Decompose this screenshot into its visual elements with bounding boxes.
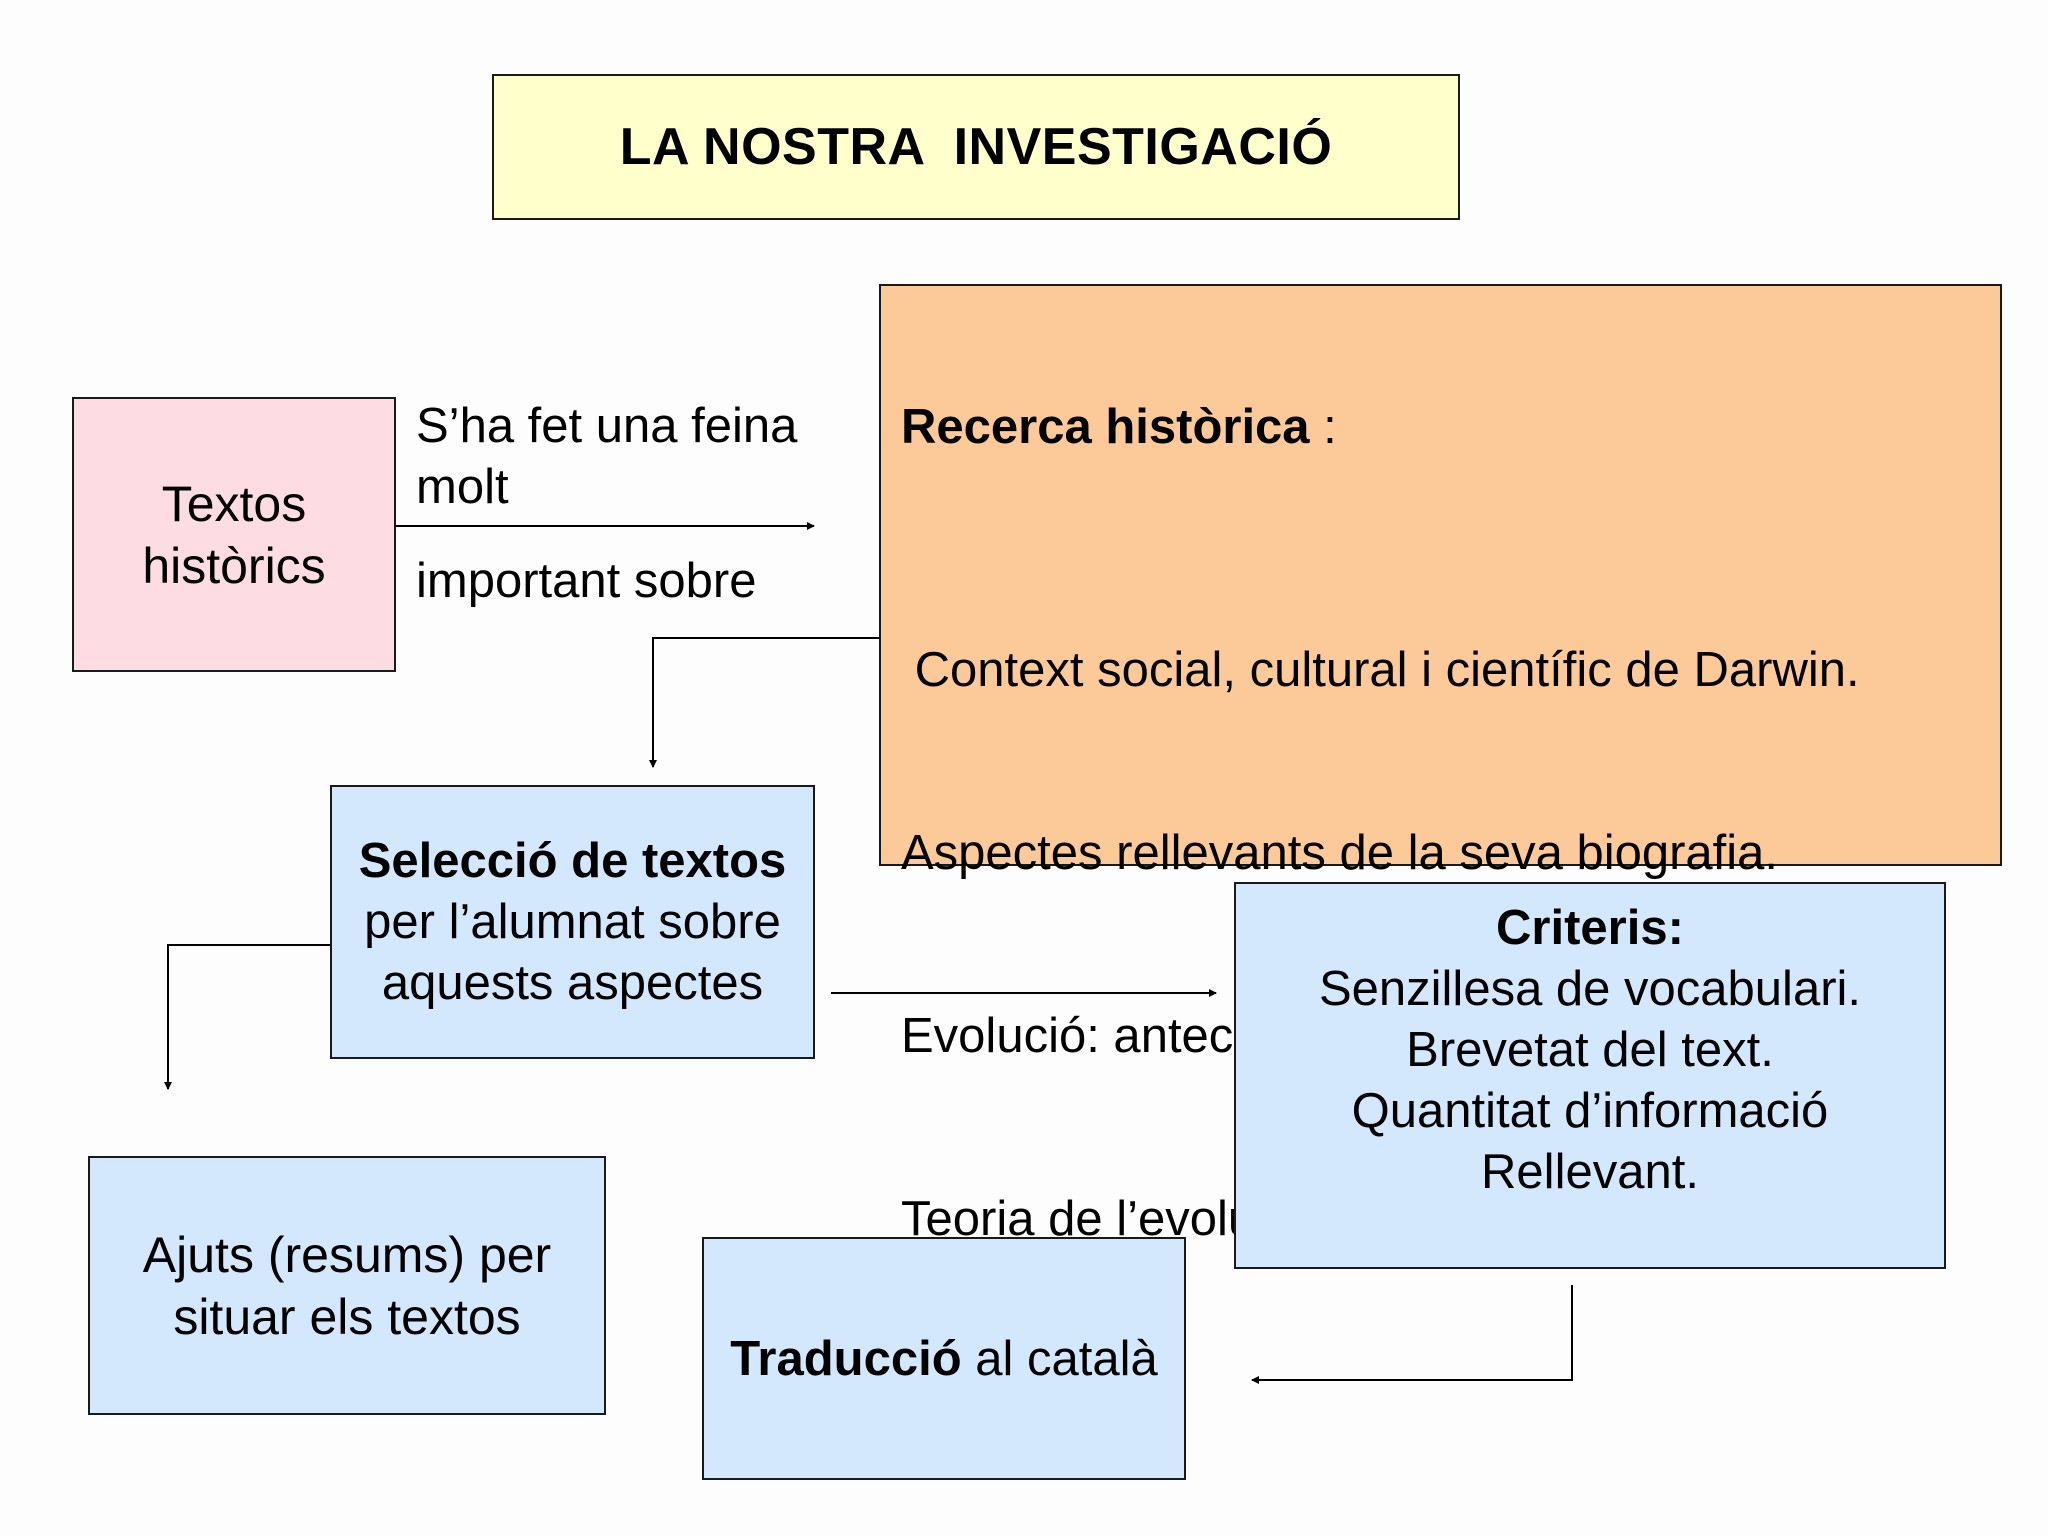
criteris-heading: Criteris: bbox=[1496, 901, 1684, 955]
traduccio-box: Traducció al català bbox=[702, 1237, 1186, 1480]
ajuts-line2: situar els textos bbox=[173, 1288, 521, 1345]
ajuts-line1: Ajuts (resums) per bbox=[142, 1226, 552, 1283]
traduccio-rest: al català bbox=[961, 1331, 1158, 1386]
criteris-box: Criteris: Senzillesa de vocabulari. Brev… bbox=[1234, 882, 1946, 1269]
traduccio-bold: Traducció bbox=[730, 1331, 962, 1386]
criteris-item: Quantitat d’informació bbox=[1351, 1084, 1829, 1138]
title-box: LA NOSTRA INVESTIGACIÓ bbox=[492, 74, 1460, 220]
seleccio-line3: aquests aspectes bbox=[381, 955, 764, 1010]
arrow-criteris-to-traduccio bbox=[1251, 1285, 1573, 1384]
arrow-recerca-to-seleccio bbox=[649, 637, 879, 768]
criteris-item: Senzillesa de vocabulari. bbox=[1318, 962, 1862, 1016]
criteris-item: Brevetat del text. bbox=[1406, 1023, 1774, 1077]
arrow-label-line1: S’ha fet una feina bbox=[416, 399, 798, 453]
textos-historics-box: Textos històrics bbox=[72, 397, 396, 672]
recerca-heading: Recerca històrica bbox=[901, 400, 1310, 454]
arrow-label-line2: molt bbox=[416, 460, 509, 514]
recerca-heading-line: Recerca històrica : bbox=[901, 397, 1337, 458]
recerca-item: Aspectes rellevants de la seva biografia… bbox=[901, 826, 1779, 880]
arrow-seleccio-to-ajuts bbox=[164, 944, 330, 1090]
recerca-heading-suffix: : bbox=[1309, 400, 1337, 454]
seleccio-textos-box: Selecció de textos per l’alumnat sobre a… bbox=[330, 785, 815, 1059]
diagram-title: LA NOSTRA INVESTIGACIÓ bbox=[619, 118, 1333, 176]
textos-historics-line1: Textos bbox=[161, 475, 307, 532]
ajuts-box: Ajuts (resums) per situar els textos bbox=[88, 1156, 606, 1415]
arrow-label-line3: important sobre bbox=[416, 554, 757, 608]
textos-historics-line2: històrics bbox=[142, 537, 326, 594]
seleccio-heading: Selecció de textos bbox=[358, 833, 787, 888]
criteris-item: Rellevant. bbox=[1481, 1145, 1699, 1199]
traduccio-text: Traducció al català bbox=[730, 1331, 1158, 1387]
seleccio-line2: per l’alumnat sobre bbox=[364, 894, 781, 949]
recerca-item: Context social, cultural i científic de … bbox=[901, 643, 1860, 697]
